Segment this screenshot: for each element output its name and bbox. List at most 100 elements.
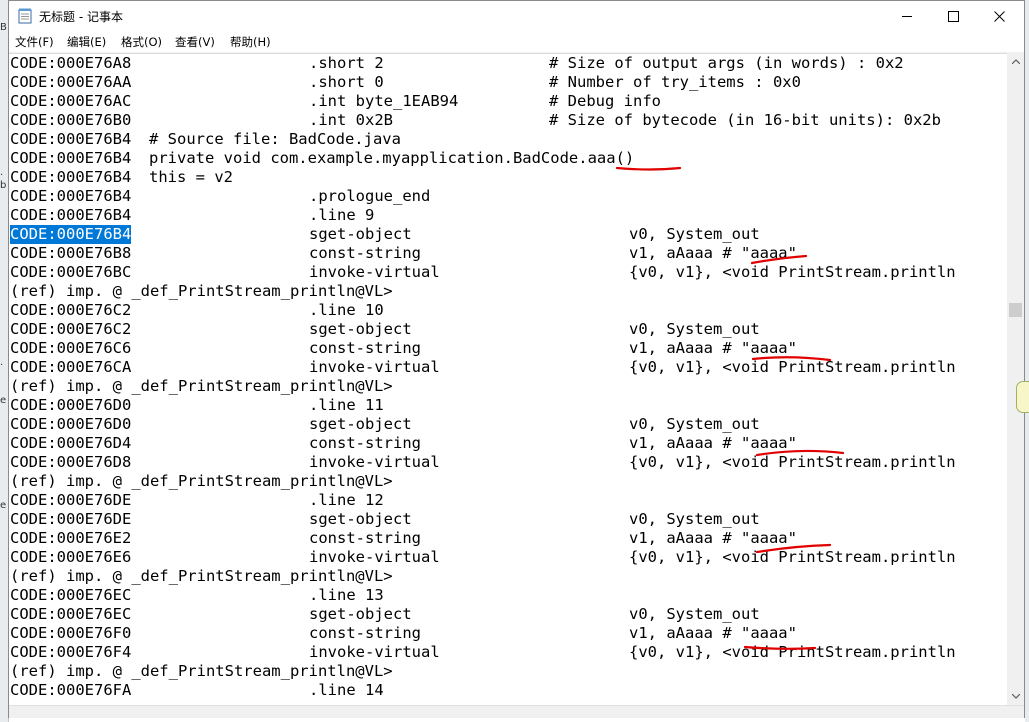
continuation-text: (ref) imp. @ _def_PrintStream_println@VL… xyxy=(10,567,393,585)
continuation-text: (ref) imp. @ _def_PrintStream_println@VL… xyxy=(10,377,393,395)
code-address: CODE:000E76A8 xyxy=(10,54,132,72)
menu-edit[interactable]: 编辑(E) xyxy=(67,35,107,49)
desktop-peek-text: · xyxy=(0,170,4,181)
code-address: CODE:000E76EC xyxy=(10,605,132,623)
code-opcode: sget-object xyxy=(309,320,412,338)
code-opcode: const-string xyxy=(309,624,421,642)
code-opcode: sget-object xyxy=(309,510,412,528)
code-opcode: const-string xyxy=(309,529,421,547)
code-operand: {v0, v1}, <void PrintStream.println xyxy=(629,358,956,376)
code-address: CODE:000E76DE xyxy=(10,491,132,509)
code-opcode: .line 13 xyxy=(309,586,384,604)
code-operand: {v0, v1}, <void PrintStream.println xyxy=(629,548,956,566)
code-opcode: invoke-virtual xyxy=(309,263,440,281)
code-opcode: .line 10 xyxy=(309,301,384,319)
code-opcode: .line 12 xyxy=(309,491,384,509)
code-operand: v0, System_out xyxy=(629,510,760,528)
close-button[interactable] xyxy=(976,1,1022,32)
code-address: CODE:000E76EC xyxy=(10,586,132,604)
maximize-button[interactable] xyxy=(930,1,976,32)
code-operand: {v0, v1}, <void PrintStream.println xyxy=(629,453,956,471)
code-operand: v0, System_out xyxy=(629,415,760,433)
code-opcode: invoke-virtual xyxy=(309,643,440,661)
continuation-text: (ref) imp. @ _def_PrintStream_println@VL… xyxy=(10,662,393,680)
code-opcode: .line 14 xyxy=(309,681,384,699)
code-operand: v1, aAaaa # "aaaa" xyxy=(629,244,797,262)
chevron-down-icon xyxy=(1011,694,1020,699)
code-opcode: .short 0 xyxy=(309,73,384,91)
desktop-background-right xyxy=(1025,0,1029,722)
close-icon xyxy=(993,11,1005,22)
code-opcode: .int byte_1EAB94 xyxy=(309,92,459,110)
code-opcode: .prologue_end xyxy=(309,187,431,205)
code-address: CODE:000E76E2 xyxy=(10,529,132,547)
code-address: CODE:000E76BC xyxy=(10,263,132,281)
code-address: CODE:000E76B0 xyxy=(10,111,132,129)
code-operand: # Number of try_items : 0x0 xyxy=(549,73,801,91)
code-address: CODE:000E76C2 xyxy=(10,320,132,338)
code-opcode: const-string xyxy=(309,244,421,262)
title-bar[interactable]: 无标题 - 记事本 xyxy=(9,1,1024,32)
code-operand: {v0, v1}, <void PrintStream.println xyxy=(629,643,956,661)
chevron-up-icon xyxy=(1011,59,1020,64)
horizontal-scrollbar[interactable] xyxy=(9,705,1024,718)
code-address: CODE:000E76B8 xyxy=(10,244,132,262)
code-address: CODE:000E76D0 xyxy=(10,415,132,433)
code-operand: # Debug info xyxy=(549,92,661,110)
code-address: CODE:000E76D4 xyxy=(10,434,132,452)
menu-format[interactable]: 格式(O) xyxy=(121,35,163,49)
code-opcode: sget-object xyxy=(309,415,412,433)
code-operand: # Size of output args (in words) : 0x2 xyxy=(549,54,904,72)
code-opcode: invoke-virtual xyxy=(309,453,440,471)
code-operand: v0, System_out xyxy=(629,605,760,623)
code-opcode: const-string xyxy=(309,434,421,452)
code-address: CODE:000E76B4 xyxy=(10,130,132,148)
code-text: # Source file: BadCode.java xyxy=(149,130,401,148)
code-opcode: .line 9 xyxy=(309,206,375,224)
text-editor[interactable]: CODE:000E76A8 .short 2 # Size of output ar… xyxy=(9,53,1007,706)
notepad-window: 无标题 - 记事本 文件(F) 编辑(E) 格式(O) 查看(V) 帮助(H) … xyxy=(8,0,1025,718)
code-address: CODE:000E76AA xyxy=(10,73,132,91)
code-address: CODE:000E76DE xyxy=(10,510,132,528)
continuation-text: (ref) imp. @ _def_PrintStream_println@VL… xyxy=(10,282,393,300)
code-address: CODE:000E76C6 xyxy=(10,339,132,357)
code-address: CODE:000E76F0 xyxy=(10,624,132,642)
minimize-button[interactable] xyxy=(884,1,930,32)
continuation-text: (ref) imp. @ _def_PrintStream_println@VL… xyxy=(10,472,393,490)
code-operand: v1, aAaaa # "aaaa" xyxy=(629,529,797,547)
notepad-icon xyxy=(18,8,32,24)
code-opcode: invoke-virtual xyxy=(309,548,440,566)
code-address: CODE:000E76C2 xyxy=(10,301,132,319)
code-operand: v1, aAaaa # "aaaa" xyxy=(629,339,797,357)
code-address: CODE:000E76B4 xyxy=(10,149,132,167)
code-operand: {v0, v1}, <void PrintStream.println xyxy=(629,263,956,281)
desktop-peek-text: e xyxy=(0,500,7,511)
code-operand: # Size of bytecode (in 16-bit units): 0x… xyxy=(549,111,941,129)
code-operand: v1, aAaaa # "aaaa" xyxy=(629,624,797,642)
code-address: CODE:000E76FA xyxy=(10,681,132,699)
code-text: private void com.example.myapplication.B… xyxy=(149,149,635,167)
code-opcode: invoke-virtual xyxy=(309,358,440,376)
menu-help[interactable]: 帮助(H) xyxy=(230,35,271,49)
code-address: CODE:000E76F4 xyxy=(10,643,132,661)
code-address: CODE:000E76CA xyxy=(10,358,132,376)
menu-view[interactable]: 查看(V) xyxy=(175,35,215,49)
desktop-peek-text: e xyxy=(0,395,7,406)
code-operand: v1, aAaaa # "aaaa" xyxy=(629,434,797,452)
scrollbar-thumb[interactable] xyxy=(1009,303,1022,317)
code-address: CODE:000E76D0 xyxy=(10,396,132,414)
scroll-down-button[interactable] xyxy=(1007,688,1024,705)
minimize-icon xyxy=(901,16,912,17)
code-address: CODE:000E76E6 xyxy=(10,548,132,566)
vertical-scrollbar[interactable] xyxy=(1007,53,1024,705)
desktop-peek-text: B xyxy=(0,22,7,33)
side-notification-tab[interactable] xyxy=(1016,381,1029,413)
code-address: CODE:000E76AC xyxy=(10,92,132,110)
code-address: CODE:000E76B4 xyxy=(10,187,132,205)
scroll-up-button[interactable] xyxy=(1007,53,1024,70)
menu-file[interactable]: 文件(F) xyxy=(15,35,54,49)
code-opcode: .short 2 xyxy=(309,54,384,72)
code-operand: v0, System_out xyxy=(629,225,760,243)
desktop-peek-text: · xyxy=(0,360,4,371)
desktop-peek-text: b xyxy=(0,180,7,191)
